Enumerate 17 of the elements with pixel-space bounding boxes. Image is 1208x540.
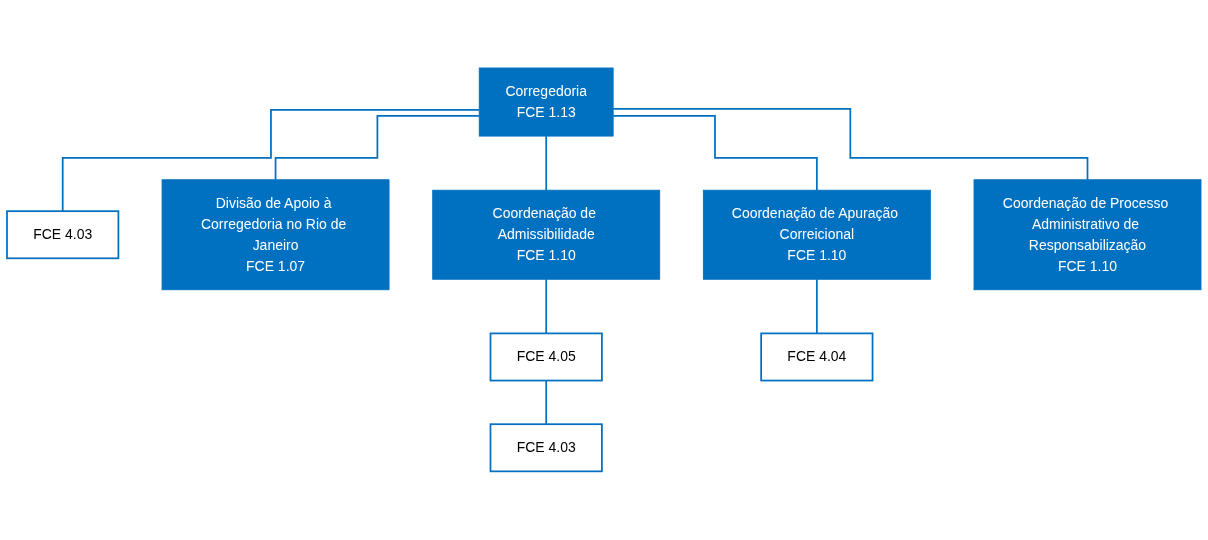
connector: [545, 135, 548, 192]
node-box: Corregedoria FCE 1.13: [478, 67, 614, 137]
connector: [612, 115, 818, 192]
node-box: FCE 4.05: [489, 332, 603, 382]
node-box: FCE 4.03: [6, 210, 120, 260]
node-box: Divisão de Apoio à Corregedoria no Rio de Janeiro FCE 1.07: [161, 179, 390, 291]
connector: [61, 109, 481, 213]
connector: [815, 278, 818, 335]
connector: [545, 380, 548, 426]
node-box: Coordenação de Processo Administrativo de Responsabilização FCE 1.10: [973, 179, 1202, 291]
node-box: FCE 4.04: [760, 332, 874, 382]
connector: [612, 108, 1089, 181]
node-box: FCE 4.03: [489, 423, 603, 473]
connector: [545, 278, 548, 335]
connector: [274, 115, 481, 181]
node-box: Coordenação de Admissibilidade FCE 1.10: [432, 190, 661, 281]
node-box: Coordenação de Apuração Correicional FCE 1.10: [702, 190, 931, 281]
